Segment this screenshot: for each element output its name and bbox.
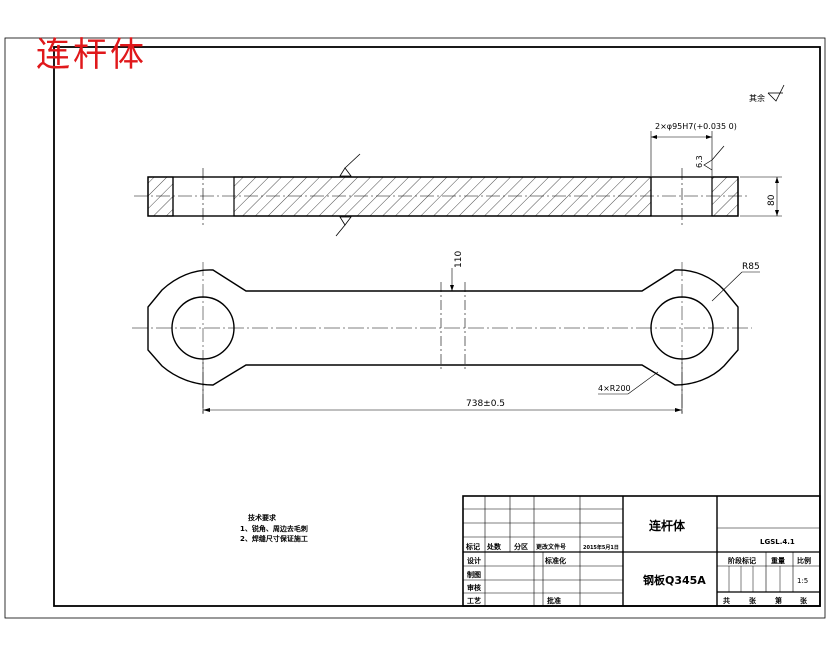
label-review: 审核	[467, 583, 481, 592]
material: 钢板Q345A	[643, 573, 706, 587]
outer-border	[4, 37, 826, 619]
tech-item-2: 2、焊缝尺寸保证施工	[240, 534, 308, 543]
label-process: 工艺	[467, 596, 481, 605]
weight-label: 重量	[771, 556, 785, 565]
header-change-doc: 更改文件号	[536, 543, 566, 551]
label-drafting: 制图	[467, 570, 481, 579]
center-distance-dim: 738±0.5	[466, 399, 505, 409]
hole-diameter-dim: 2×φ95H7(+0.035 0)	[655, 122, 737, 131]
header-zone: 分区	[514, 542, 528, 551]
tech-requirements: 技术要求 1、锐角、周边去毛刺 2、焊缝尺寸保证施工	[240, 513, 308, 543]
drawing-no: LGSL.4.1	[760, 538, 795, 546]
sheet-number: 第	[775, 596, 782, 605]
sheet-total: 共	[723, 596, 730, 605]
bore-roughness: 6.3	[695, 155, 704, 168]
tech-heading: 技术要求	[248, 513, 277, 522]
end-radius-dim: R85	[742, 262, 760, 272]
plan-view: 110 R85 4×R200 738±0.5	[132, 251, 760, 416]
stage-mark: 阶段标记	[728, 556, 756, 565]
part-name: 连杆体	[649, 518, 686, 533]
label-design: 设计	[467, 556, 481, 565]
shank-width-dim: 110	[454, 251, 464, 268]
inner-frame	[53, 46, 821, 607]
surface-finish-note: 其余	[749, 93, 765, 103]
fillet-radius-dim: 4×R200	[598, 384, 631, 393]
title-block-text: 连杆体 钢板Q345A LGSL.4.1 标记 处数 分区 更改文件号 2015…	[465, 518, 811, 605]
header-count: 处数	[486, 542, 502, 551]
overlay-title: 连杆体	[36, 35, 147, 75]
tech-item-1: 1、锐角、周边去毛刺	[240, 524, 308, 533]
label-standardization: 标准化	[544, 556, 566, 565]
header-mark: 标记	[465, 542, 480, 551]
link-outline	[147, 269, 739, 386]
thickness-dim: 80	[767, 194, 777, 206]
header-date: 2015年5月1日	[583, 544, 619, 551]
scale-value: 1:5	[797, 577, 808, 585]
surface-finish-symbol: 其余	[749, 84, 785, 103]
sheet-unit-1: 张	[749, 596, 757, 605]
scale-label: 比例	[797, 556, 811, 565]
label-approval: 批准	[547, 596, 561, 605]
sheet-unit-2: 张	[800, 596, 808, 605]
section-view: 2×φ95H7(+0.035 0) 6.3 80	[134, 122, 782, 237]
title-block	[462, 495, 821, 607]
